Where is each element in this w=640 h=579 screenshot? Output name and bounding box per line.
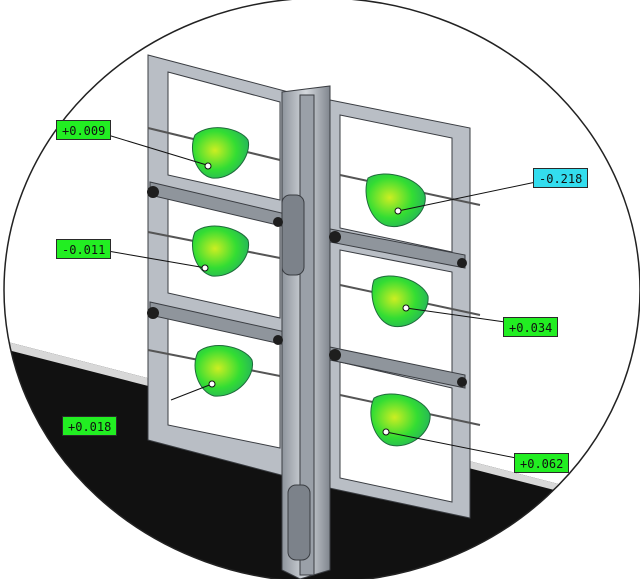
center-rail: [281, 85, 331, 579]
deviation-label-right-mid: +0.034: [503, 317, 559, 337]
circuit-logo-icon: [498, 529, 534, 565]
watermark-text: 电子发烧友: [535, 542, 640, 566]
deviation-label-left-top: +0.009: [56, 120, 112, 140]
deviation-label-left-mid: -0.011: [56, 239, 112, 259]
deviation-label-left-bottom: +0.018: [62, 416, 118, 436]
deviation-label-right-bottom: +0.062: [514, 453, 570, 473]
leader-lines: [97, 131, 537, 459]
deviation-label-right-top: -0.218: [533, 168, 589, 188]
clamp-knobs: [147, 186, 467, 387]
probe-points: [201, 162, 410, 436]
